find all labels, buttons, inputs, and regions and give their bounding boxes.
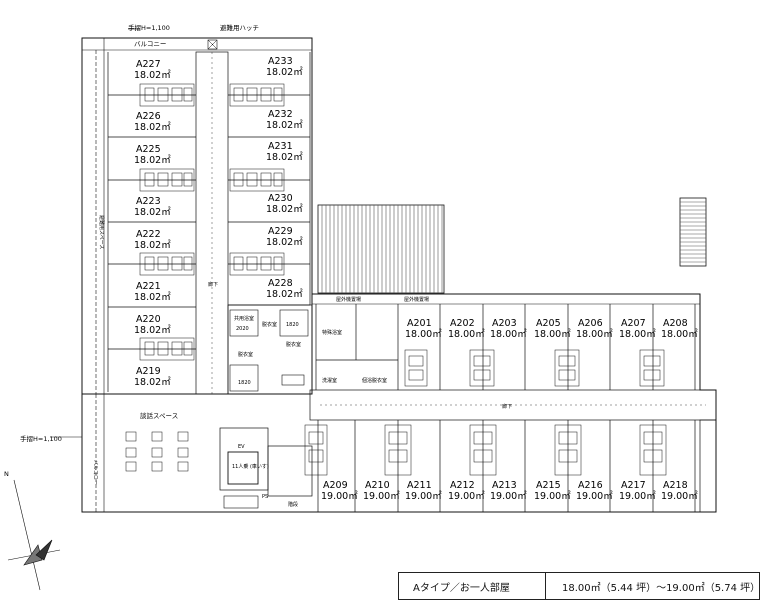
rooms-east-top: A20118.00㎡A20218.00㎡A20318.00㎡A20518.00㎡…	[405, 318, 698, 340]
dressing-main-label: 個浴脱衣室	[362, 377, 387, 384]
room-number: A209	[323, 480, 348, 491]
room-area: 19.00㎡	[661, 491, 698, 502]
room-number: A210	[365, 480, 390, 491]
room-number: A231	[268, 141, 293, 152]
room-area: 19.00㎡	[405, 491, 442, 502]
room-area: 19.00㎡	[490, 491, 527, 502]
room-number: A223	[136, 196, 161, 207]
handrail-top-label: 手摺H=1,100	[128, 23, 170, 32]
bath-capacity-b: 1820	[238, 380, 251, 386]
west-wing-outline	[81, 37, 313, 395]
room-area: 18.02㎡	[266, 67, 303, 78]
east-corridor	[309, 389, 717, 421]
room-area: 19.00㎡	[448, 491, 485, 502]
room-number: A212	[450, 480, 475, 491]
bath-capacity-a: 1820	[286, 322, 299, 328]
handrail-left-label: 手摺H=1,100	[20, 434, 62, 443]
room-number: A216	[578, 480, 603, 491]
room-number: A217	[621, 480, 646, 491]
room-number: A202	[450, 318, 475, 329]
room-number: A218	[663, 480, 688, 491]
room-number: A222	[136, 229, 161, 240]
room-area: 18.02㎡	[266, 120, 303, 131]
room-number: A201	[407, 318, 432, 329]
room-area: 19.00㎡	[619, 491, 656, 502]
room-number: A230	[268, 193, 293, 204]
north-label: N	[4, 470, 9, 478]
machine-b-label: 屋外機置場	[404, 296, 429, 303]
legend-range: 18.00㎡（5.44 坪）〜19.00㎡（5.74 坪）	[545, 573, 760, 599]
room-number: A205	[536, 318, 561, 329]
machine-a-label: 屋外機置場	[336, 296, 361, 303]
ps-label: PS	[262, 494, 268, 500]
room-number: A225	[136, 144, 161, 155]
room-area: 18.02㎡	[266, 204, 303, 215]
rooms-west-left: A22718.02㎡A22618.02㎡A22518.02㎡A22318.02㎡…	[134, 59, 171, 388]
room-area: 18.02㎡	[134, 325, 171, 336]
dressing-c: 脱衣室	[286, 341, 301, 348]
legend-type: Aタイプ／お一人部屋	[413, 582, 510, 594]
rinse-room-label: 洗濯室	[322, 377, 337, 384]
room-area: 19.00㎡	[363, 491, 400, 502]
room-area: 18.02㎡	[134, 122, 171, 133]
rooms-east-bottom: A20919.00㎡A21019.00㎡A21119.00㎡A21219.00㎡…	[321, 480, 698, 502]
room-area: 18.00㎡	[534, 329, 571, 340]
room-area: 18.02㎡	[134, 207, 171, 218]
evacuation-space-label: 避難用スペース	[98, 215, 105, 249]
room-area: 18.02㎡	[266, 289, 303, 300]
dressing-a: 脱衣室	[262, 321, 277, 328]
room-area: 18.02㎡	[134, 377, 171, 388]
room-area: 18.00㎡	[448, 329, 485, 340]
elevator-capacity: 11人乗 (車いす)	[232, 463, 269, 470]
room-number: A208	[663, 318, 688, 329]
room-area: 18.00㎡	[619, 329, 656, 340]
corridor-west-label: 廊下	[208, 281, 218, 288]
room-number: A228	[268, 278, 293, 289]
room-area: 18.02㎡	[134, 70, 171, 81]
room-area: 18.02㎡	[134, 240, 171, 251]
room-number: A232	[268, 109, 293, 120]
room-number: A203	[492, 318, 517, 329]
room-number: A233	[268, 56, 293, 67]
room-area: 18.02㎡	[266, 152, 303, 163]
bath-label: 共用浴室	[234, 315, 254, 322]
room-number: A221	[136, 281, 161, 292]
rooms-west-right: A23318.02㎡A23218.02㎡A23118.02㎡A23018.02㎡…	[266, 56, 303, 300]
dressing-b: 脱衣室	[238, 351, 253, 358]
room-area: 18.00㎡	[661, 329, 698, 340]
room-area: 18.00㎡	[490, 329, 527, 340]
room-number: A219	[136, 366, 161, 377]
bath-capacity-c: 2020	[236, 326, 249, 332]
balcony-left-label: バルコニー	[92, 460, 98, 485]
room-number: A215	[536, 480, 561, 491]
room-number: A229	[268, 226, 293, 237]
room-number: A211	[407, 480, 432, 491]
legend-box: Aタイプ／お一人部屋 18.00㎡（5.44 坪）〜19.00㎡（5.74 坪）	[398, 572, 760, 600]
corridor-south-label: 廊下	[502, 403, 512, 410]
room-area: 18.02㎡	[266, 237, 303, 248]
room-area: 19.00㎡	[576, 491, 613, 502]
stairs-label: 階段	[288, 501, 298, 508]
room-number: A207	[621, 318, 646, 329]
lounge-label: 談話スペース	[140, 411, 178, 420]
room-area: 18.00㎡	[576, 329, 613, 340]
room-number: A226	[136, 111, 161, 122]
hatch-label: 避難用ハッチ	[220, 23, 259, 32]
room-number: A206	[578, 318, 603, 329]
north-arrow	[7, 479, 61, 591]
elevator-label: EV	[238, 444, 245, 450]
room-area: 18.02㎡	[134, 292, 171, 303]
room-number: A220	[136, 314, 161, 325]
special-bath-label: 特殊浴室	[322, 329, 342, 336]
room-area: 19.00㎡	[321, 491, 358, 502]
room-area: 18.00㎡	[405, 329, 442, 340]
room-number: A213	[492, 480, 517, 491]
balcony-top-label: バルコニー	[134, 40, 166, 48]
room-area: 19.00㎡	[534, 491, 571, 502]
room-area: 18.02㎡	[134, 155, 171, 166]
room-number: A227	[136, 59, 161, 70]
